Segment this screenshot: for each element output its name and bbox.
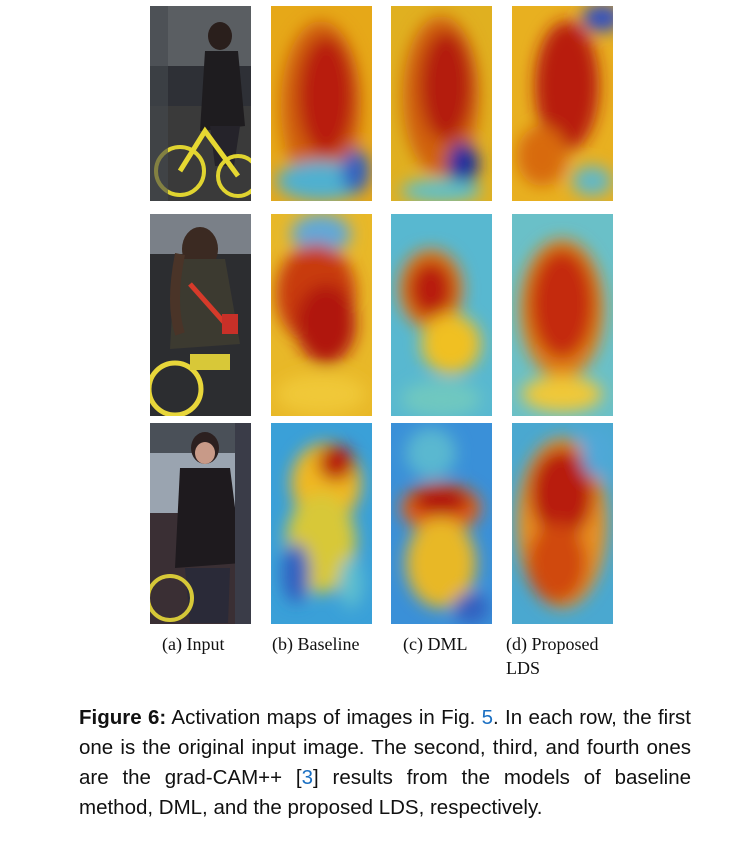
row3-baseline-heatmap bbox=[271, 423, 372, 624]
row2-proposed-heatmap bbox=[512, 214, 613, 416]
row3-proposed-heatmap bbox=[512, 423, 613, 624]
subcaption-proposed-line2: LDS bbox=[506, 658, 541, 678]
row1-dml-heatmap bbox=[391, 6, 492, 201]
row2-baseline-heatmap bbox=[271, 214, 372, 416]
row1-proposed-heatmap bbox=[512, 6, 613, 201]
row1-baseline-heatmap bbox=[271, 6, 372, 201]
figure-reference-link[interactable]: 5 bbox=[481, 706, 494, 729]
caption-text-3: ] results from the models of baseline me… bbox=[79, 766, 691, 819]
subcaption-proposed-line1: (d) Proposed bbox=[506, 634, 599, 654]
subcaption-input: (a) Input bbox=[162, 634, 225, 654]
citation-link[interactable]: 3 bbox=[301, 766, 314, 789]
figure-caption: Figure 6: Activation maps of images in F… bbox=[79, 703, 691, 823]
row1-input-image bbox=[150, 6, 251, 201]
caption-text-2: . In each row, the first one is the orig… bbox=[79, 706, 691, 789]
subcaption-baseline: (b) Baseline bbox=[272, 634, 360, 654]
row2-input-image bbox=[150, 214, 251, 416]
subcaption-dml: (c) DML bbox=[403, 634, 468, 654]
figure-label: Figure 6: bbox=[79, 706, 167, 729]
row3-input-image bbox=[150, 423, 251, 624]
row3-dml-heatmap bbox=[391, 423, 492, 624]
row2-dml-heatmap bbox=[391, 214, 492, 416]
caption-text-1: Activation maps of images in Fig. bbox=[166, 706, 482, 729]
